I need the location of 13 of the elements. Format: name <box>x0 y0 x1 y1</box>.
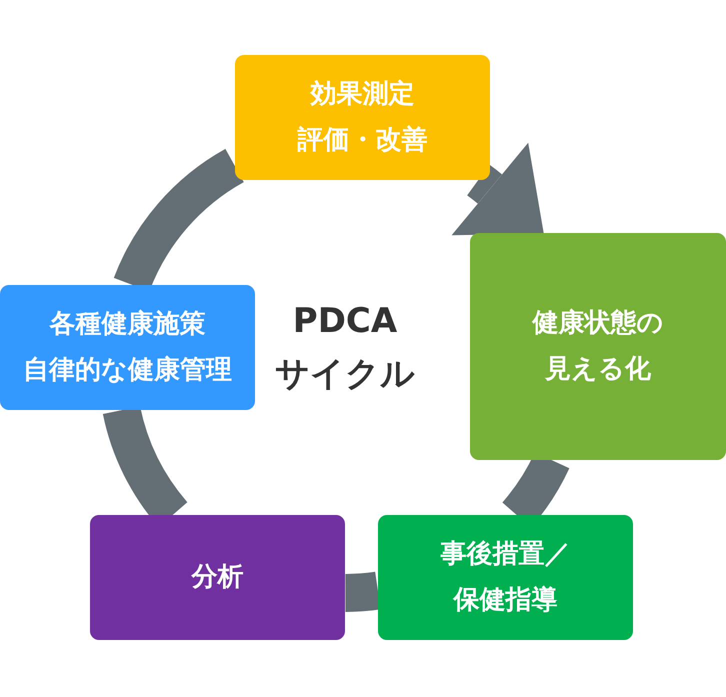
box-label: 分析 <box>192 560 244 594</box>
process-box <box>378 515 633 640</box>
box-label: 健康状態の見える化 <box>532 307 664 386</box>
arrow <box>452 142 544 236</box>
process-box <box>470 233 726 460</box>
box-label: 効果測定評価・改善 <box>298 78 428 156</box>
cycle-arc <box>345 572 380 612</box>
process-box <box>235 55 490 180</box>
process-box <box>90 515 345 640</box>
box-label: 事後措置／保健指導 <box>440 538 570 616</box>
process-box <box>0 285 255 410</box>
center-title: PDCAサイクル <box>274 300 416 396</box>
box-label: 各種健康施策自律的な健康管理 <box>23 308 232 386</box>
